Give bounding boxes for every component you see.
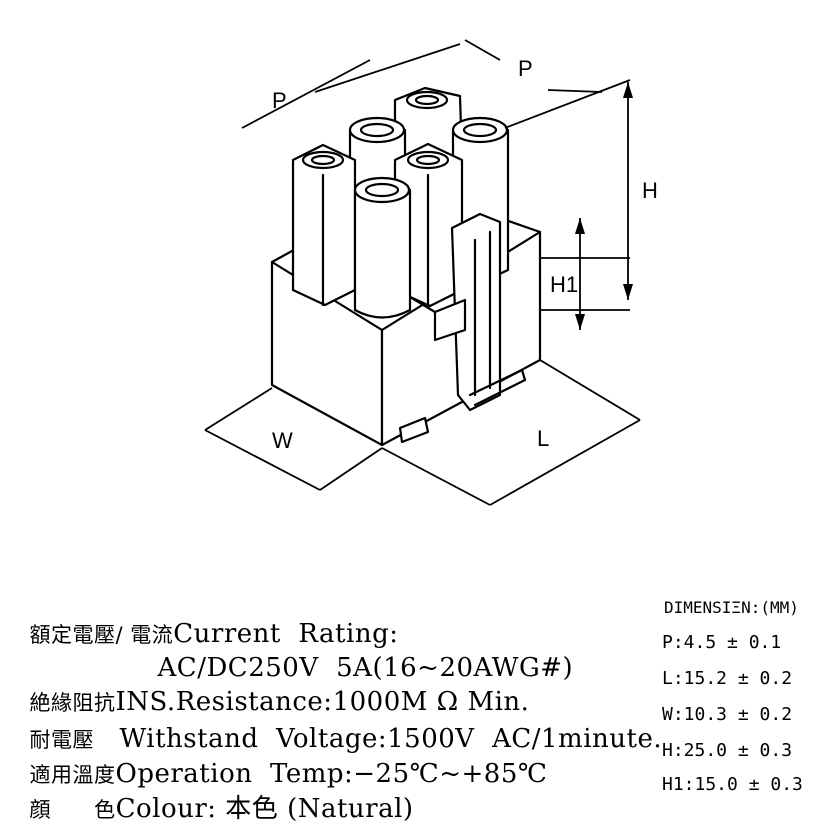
spec-withstand-en: Withstand Voltage:1500V AC/1minute. xyxy=(119,724,663,754)
spec-insulation-cn: 絶緣阻抗 xyxy=(29,691,116,715)
label-p-right: P xyxy=(518,56,533,81)
pin-front-left xyxy=(291,143,357,307)
dimension-w: W:10.3 ± 0.2 xyxy=(662,704,793,725)
pin-front-right xyxy=(353,176,412,319)
connector-drawing: P P H H1 W L xyxy=(204,39,658,506)
spec-insulation: 絶緣阻抗INS.Resistance:1000M Ω Min. xyxy=(12,651,529,720)
spec-temp: 適用溫度Operation Temp:−25℃~+85℃ xyxy=(12,723,547,792)
spec-current-en: Current Rating: xyxy=(173,619,399,649)
spec-temp-en: Operation Temp:−25℃~+85℃ xyxy=(115,759,548,789)
dimensions-title: DIMENSIΞN:(MM) xyxy=(664,598,799,617)
spec-colour-cn: 顔 色 xyxy=(29,798,116,822)
spec-current-value-text: AC/DC250V 5A(16~20AWG#) xyxy=(157,653,574,683)
dimension-p: P:4.5 ± 0.1 xyxy=(662,632,782,653)
spec-current-value: AC/DC250V 5A(16~20AWG#) xyxy=(140,617,573,685)
spec-insulation-en: INS.Resistance:1000M Ω Min. xyxy=(115,687,530,717)
dimension-h: H:25.0 ± 0.3 xyxy=(662,740,793,761)
spec-withstand-cn: 耐電壓 xyxy=(29,728,95,752)
label-h: H xyxy=(642,178,658,203)
spec-colour-en: Colour: 本色 (Natural) xyxy=(115,794,414,824)
dimension-l: L:15.2 ± 0.2 xyxy=(662,668,793,689)
spec-current-cn: 額定電壓/ 電流 xyxy=(29,623,174,647)
label-p-left: P xyxy=(272,88,287,113)
spec-temp-cn: 適用溫度 xyxy=(29,763,116,787)
label-l: L xyxy=(537,426,549,451)
spec-withstand: 耐電壓 Withstand Voltage:1500V AC/1minute. xyxy=(12,688,662,757)
label-h1: H1 xyxy=(550,272,578,297)
label-w: W xyxy=(272,428,293,453)
spec-current: 額定電壓/ 電流Current Rating: xyxy=(12,583,398,652)
latch xyxy=(398,212,527,444)
spec-colour: 顔 色Colour: 本色 (Natural) xyxy=(12,758,414,827)
dimension-h1: H1:15.0 ± 0.3 xyxy=(662,774,803,795)
